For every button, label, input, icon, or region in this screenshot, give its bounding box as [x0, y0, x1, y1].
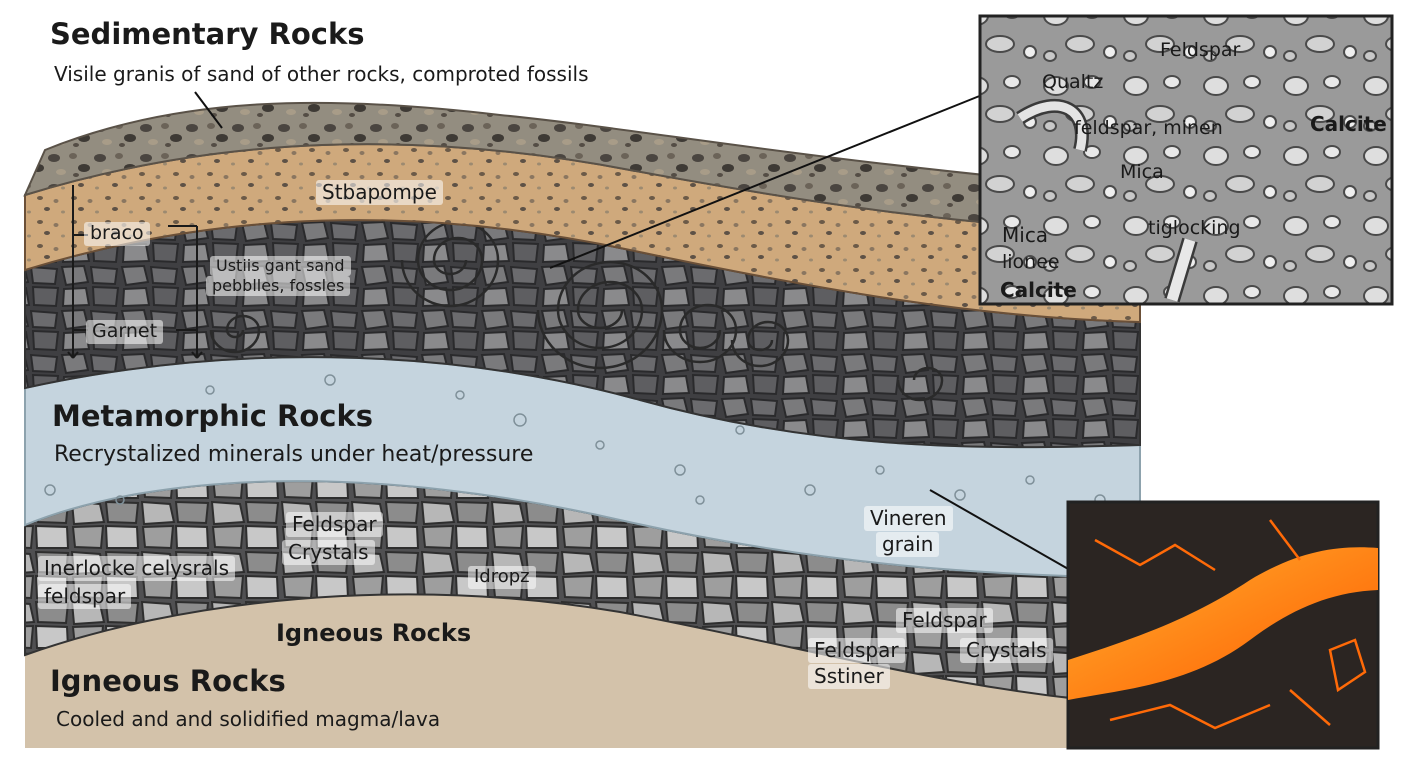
feldspar-crystals-label-2: Crystals	[282, 540, 375, 565]
fossil-spirals	[209, 220, 944, 402]
leader-lines	[194, 91, 1071, 571]
igneous-left-label-2: feldspar	[38, 584, 132, 609]
metamorphic-grain-label-2: grain	[876, 532, 940, 557]
bracket-top-label: braco	[84, 222, 150, 246]
base-layer-top	[25, 597, 1120, 748]
igneous-left-label-1: Inerlocke celysrals	[38, 556, 235, 581]
bracket-bottom-label: Garnet	[86, 320, 164, 344]
micro-label-mica-2: Mica	[1002, 223, 1049, 247]
igneous-subtitle: Cooled and and solidified magma/lava	[56, 707, 441, 731]
igneous-right-sstiner: Sstiner	[808, 664, 890, 689]
bracket-mid-label-2: pebblles, fossles	[206, 276, 351, 297]
igneous-title: Igneous Rocks	[50, 664, 286, 698]
igneous-layer-title: Igneous Rocks	[276, 619, 472, 647]
micro-label-feldspar: Feldspar	[1160, 39, 1241, 61]
micro-label-feldspar-minen: feldspar, minen	[1074, 117, 1223, 139]
lava-inset	[1066, 500, 1380, 750]
left-bracket	[67, 185, 203, 359]
igneous-right-crystals: Crystals	[960, 638, 1053, 663]
micro-label-calcite: Calcite	[1310, 112, 1387, 136]
metamorphic-subtitle: Recrystalized minerals under heat/pressu…	[54, 442, 534, 467]
sedimentary-title: Sedimentary Rocks	[50, 17, 365, 51]
sedimentary-subtitle: Visile granis of sand of other rocks, co…	[54, 62, 589, 86]
micro-label-tiglocking: tiglocking	[1148, 217, 1241, 239]
metamorphic-title: Metamorphic Rocks	[52, 399, 374, 433]
micro-label-lionee: lionee	[1002, 251, 1060, 273]
igneous-right-feldspar-2: Feldspar	[808, 638, 905, 663]
bracket-mid-label-1: Ustiis gant sand	[210, 256, 351, 277]
feldspar-crystals-label-1: Feldspar	[286, 512, 383, 537]
sand-band-label: Stbapompe	[316, 180, 443, 205]
igneous-mid-label: Idropz	[468, 566, 536, 589]
igneous-right-feldspar: Feldspar	[896, 608, 993, 633]
micro-label-mica: Mica	[1120, 161, 1164, 183]
metamorphic-grain-label-1: Vineren	[864, 506, 953, 531]
micro-label-qualtz: Qualtz	[1042, 71, 1104, 93]
micro-label-calcite-2: Calcite	[1000, 278, 1077, 302]
metamorphic-grains	[44, 374, 1106, 506]
mineral-micro-inset	[978, 14, 1394, 306]
